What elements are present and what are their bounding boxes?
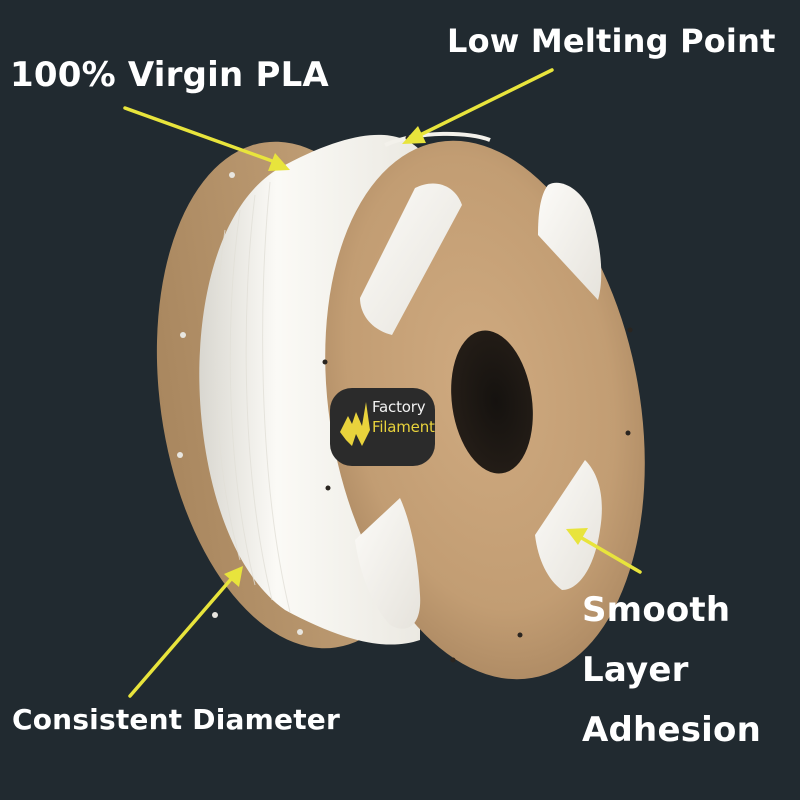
callout-smooth-line-2: Layer <box>582 650 689 690</box>
brand-line-1: Factory <box>372 398 426 416</box>
factory-filament-label <box>330 388 435 466</box>
spool-window-bottom-left <box>355 498 421 629</box>
callout-smooth-line-3: Adhesion <box>582 710 761 750</box>
brand-name: Factory Filament <box>372 397 435 437</box>
factory-filament-logo-icon <box>340 402 370 446</box>
spool-front-flange <box>322 135 645 680</box>
arrow-icon <box>123 106 290 171</box>
arrow-icon <box>566 528 642 574</box>
flange-holes <box>177 172 303 635</box>
callout-arrows <box>123 68 642 698</box>
callout-consistent-diameter: Consistent Diameter <box>12 703 340 736</box>
callout-smooth-line-1: Smooth <box>582 590 731 630</box>
callout-low-melting-point: Low Melting Point <box>447 22 776 60</box>
arrow-icon <box>402 68 554 144</box>
callout-virgin-pla: 100% Virgin PLA <box>10 55 329 95</box>
brand-line-2: Filament <box>372 418 435 436</box>
spool-window-top-left <box>360 183 462 335</box>
spool-window-bottom-right <box>535 460 602 590</box>
callout-smooth-layer-adhesion: Smooth Layer Adhesion <box>582 580 761 760</box>
arrow-icon <box>128 566 243 698</box>
spool-center-hole <box>451 330 533 474</box>
spool-window-top-right <box>538 182 602 300</box>
